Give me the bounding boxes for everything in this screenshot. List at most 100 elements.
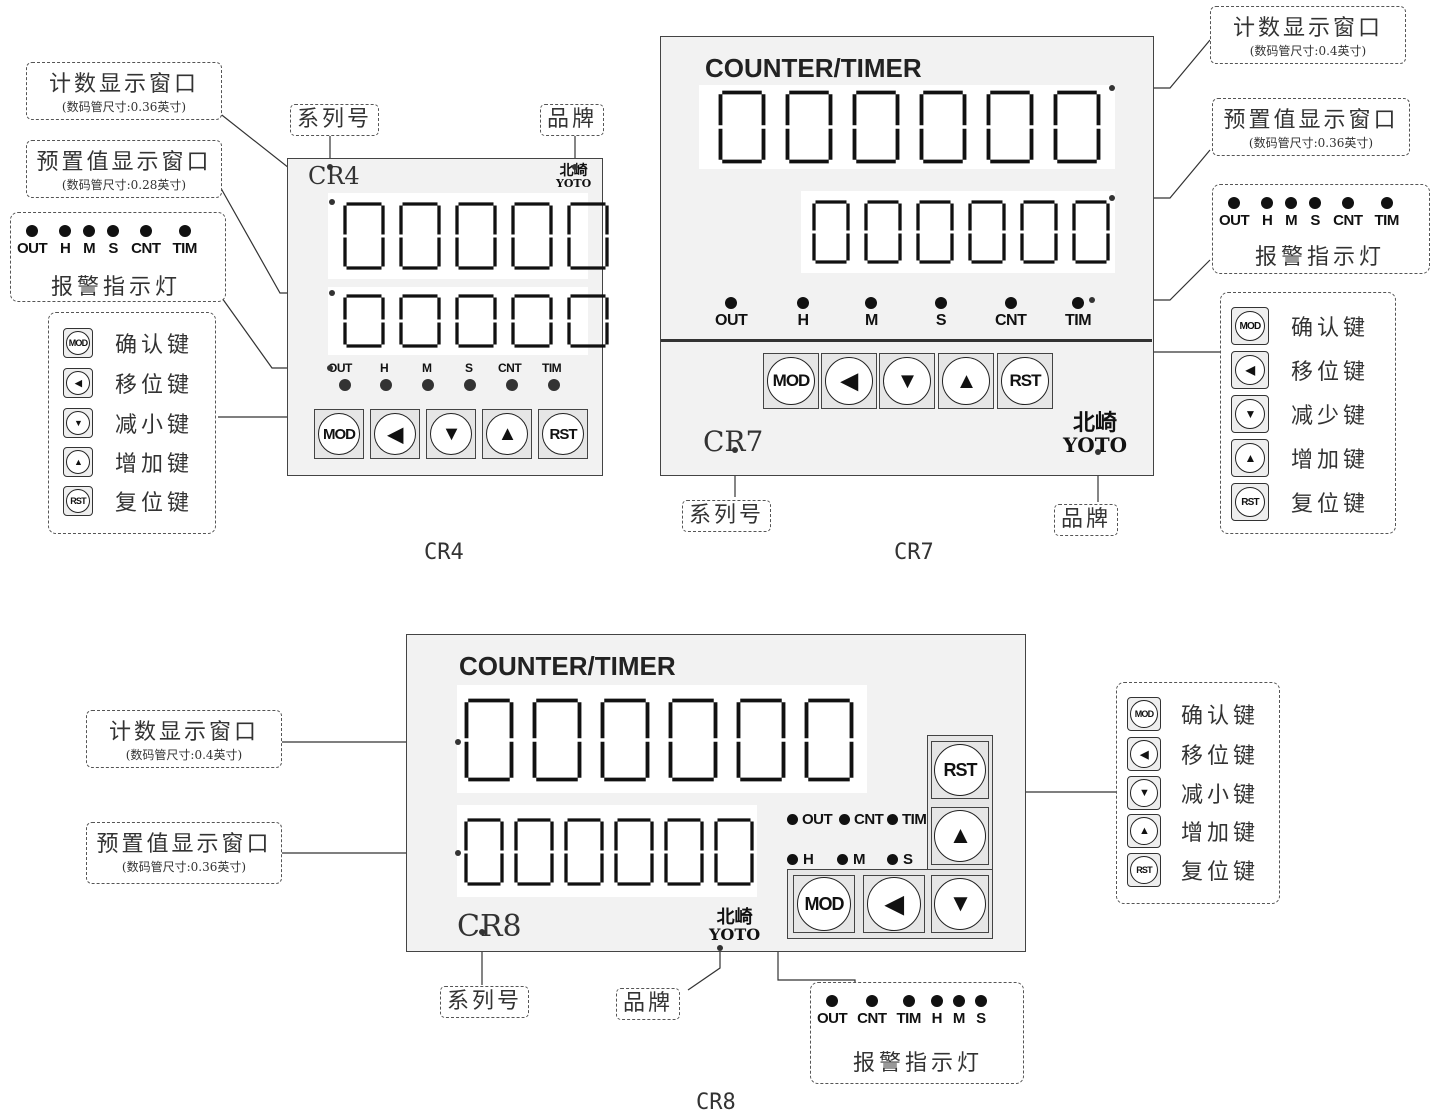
- cr8-preset-window-callout: 预置值显示窗口 (数码管尺寸:0.36英寸): [86, 822, 282, 884]
- digit-value: 0: [489, 739, 490, 741]
- cr7-brand-tag: 品牌: [1054, 504, 1119, 536]
- seven-segment-digit: 0: [668, 698, 718, 782]
- digit-value: 0: [588, 235, 589, 237]
- led-dot-icon: [1004, 297, 1017, 309]
- digit-value: 0: [557, 739, 558, 741]
- seven-segment-digit: 0: [714, 818, 754, 886]
- seven-segment-digit: 0: [399, 294, 441, 348]
- key-legend-label: 移位键: [115, 373, 194, 398]
- shift-left-button[interactable]: ◀: [821, 353, 877, 409]
- led-dot-icon: [59, 225, 72, 237]
- led-out: OUT: [787, 811, 833, 828]
- led-h: H: [787, 851, 814, 868]
- led-cnt: CNT: [498, 361, 522, 375]
- rst-button[interactable]: RST: [931, 741, 989, 799]
- key-legend-row: ▼ 减少键: [1231, 395, 1369, 433]
- mod-key-icon: MOD: [1127, 697, 1161, 731]
- led-cnt: CNT: [1333, 197, 1363, 229]
- key-legend-row: MOD 确认键: [1231, 307, 1369, 345]
- led-s: S: [1309, 197, 1322, 229]
- mod-button[interactable]: MOD: [793, 875, 855, 933]
- led-dot-icon: [902, 995, 915, 1007]
- panel-divider: [661, 339, 1152, 342]
- rst-key-icon: RST: [1127, 853, 1161, 887]
- cr8-count-window-callout: 计数显示窗口 (数码管尺寸:0.4英寸): [86, 710, 282, 768]
- callout-title: 预置值显示窗口: [1223, 108, 1399, 133]
- digit-value: 0: [476, 235, 477, 237]
- cr8-alarm-led-callout: OUT CNT TIM H M S 报警指示灯: [810, 982, 1024, 1084]
- down-arrow-key-icon: ▼: [1231, 395, 1269, 433]
- seven-segment-digit: 0: [455, 294, 497, 348]
- seven-segment-digit: 0: [564, 818, 604, 886]
- callout-title: 计数显示窗口: [1232, 16, 1383, 41]
- increase-button[interactable]: ▲: [482, 409, 532, 459]
- callout-subtitle: (数码管尺寸:0.4英寸): [125, 748, 243, 762]
- digit-value: 0: [364, 320, 365, 322]
- digit-value: 0: [684, 851, 685, 853]
- decrease-button[interactable]: ▼: [931, 875, 989, 933]
- shift-left-button[interactable]: ◀: [863, 875, 925, 933]
- decrease-button[interactable]: ▼: [426, 409, 476, 459]
- led-out: OUT: [328, 361, 352, 375]
- leader-dot: [732, 447, 738, 453]
- led-tim: TIM: [1065, 297, 1092, 330]
- led-tim: TIM: [173, 225, 197, 257]
- digit-value: 0: [625, 739, 626, 741]
- shift-left-button[interactable]: ◀: [370, 409, 420, 459]
- seven-segment-digit: 0: [664, 818, 704, 886]
- rst-button[interactable]: RST: [997, 353, 1053, 409]
- leader-dot: [1095, 449, 1101, 455]
- seven-segment-digit: 0: [736, 698, 786, 782]
- leader-dot: [1089, 297, 1095, 303]
- led-tim: TIM: [542, 361, 562, 375]
- led-s: S: [887, 851, 913, 868]
- down-arrow-key-icon: ▼: [1127, 776, 1161, 810]
- led-tim: TIM: [1375, 197, 1399, 229]
- led-dot-icon: [952, 995, 965, 1007]
- led-cnt: CNT: [995, 297, 1027, 330]
- led-dot-icon: [464, 379, 476, 391]
- cr8-led-legend: OUT CNT TIM H M S: [817, 995, 987, 1027]
- increase-button[interactable]: ▲: [931, 807, 989, 865]
- key-legend-label: 确认键: [1291, 316, 1370, 341]
- digit-value: 0: [1039, 231, 1040, 233]
- key-legend-label: 增加键: [1291, 448, 1370, 473]
- rst-button[interactable]: RST: [538, 409, 588, 459]
- led-dot-icon: [887, 814, 898, 825]
- led-s: S: [935, 297, 947, 330]
- seven-segment-digit: 0: [614, 818, 654, 886]
- digit-value: 0: [734, 851, 735, 853]
- seven-segment-digit: 0: [464, 698, 514, 782]
- led-dot-icon: [178, 225, 191, 237]
- key-legend-row: ▲ 增加键: [63, 446, 193, 478]
- seven-segment-digit: 0: [343, 202, 385, 270]
- led-cnt: CNT: [131, 225, 161, 257]
- seven-segment-digit: 0: [511, 294, 553, 348]
- cr7-series-tag: 系列号: [682, 500, 772, 532]
- increase-button[interactable]: ▲: [938, 353, 994, 409]
- key-legend-row: RST 复位键: [1127, 853, 1259, 887]
- digit-value: 0: [364, 235, 365, 237]
- cr7-preset-window-callout: 预置值显示窗口 (数码管尺寸:0.36英寸): [1212, 98, 1410, 156]
- mod-button[interactable]: MOD: [763, 353, 819, 409]
- seven-segment-digit: 0: [343, 294, 385, 348]
- seven-segment-digit: 0: [464, 818, 504, 886]
- mod-button[interactable]: MOD: [314, 409, 364, 459]
- seven-segment-digit: 0: [514, 818, 554, 886]
- key-legend-label: 减小键: [1181, 783, 1260, 808]
- counter-timer-title: COUNTER/TIMER: [459, 651, 676, 681]
- leader-dot: [327, 365, 333, 371]
- seven-segment-digit: 0: [812, 200, 850, 264]
- led-dot-icon: [725, 297, 738, 309]
- cr7-key-legend: MOD 确认键 ◀ 移位键 ▼ 减少键 ▲ 增加键 RST 复位键: [1220, 292, 1396, 534]
- decrease-button[interactable]: ▼: [879, 353, 935, 409]
- led-m: M: [83, 225, 96, 257]
- digit-value: 0: [742, 126, 743, 128]
- key-legend-row: MOD 确认键: [1127, 697, 1259, 731]
- key-legend-label: 增加键: [115, 452, 194, 477]
- seven-segment-digit: 0: [567, 202, 609, 270]
